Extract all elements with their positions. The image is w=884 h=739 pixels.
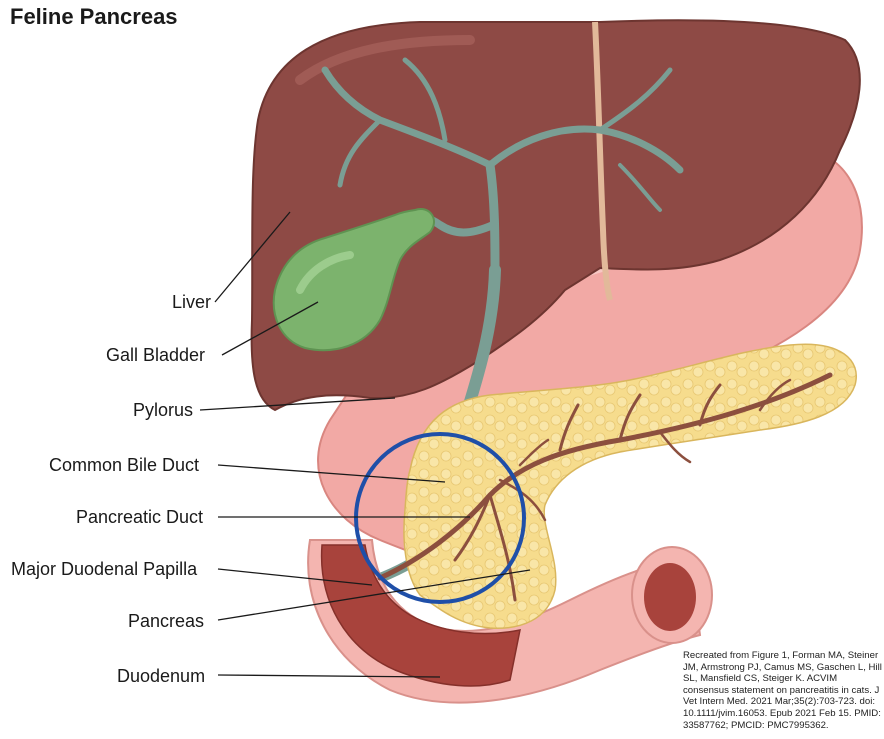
label-duodenum: Duodenum — [117, 666, 205, 687]
label-pancreas: Pancreas — [128, 611, 204, 632]
label-pylorus: Pylorus — [133, 400, 193, 421]
label-gall-bladder: Gall Bladder — [106, 345, 205, 366]
label-pancreatic-duct: Pancreatic Duct — [76, 507, 203, 528]
label-common-bile-duct: Common Bile Duct — [49, 455, 199, 476]
label-major-duodenal-papilla: Major Duodenal Papilla — [11, 559, 197, 580]
label-liver: Liver — [172, 292, 211, 313]
duodenum-opening-lumen — [644, 563, 696, 631]
citation-credit: Recreated from Figure 1, Forman MA, Stei… — [683, 650, 883, 731]
page-title: Feline Pancreas — [10, 4, 178, 30]
